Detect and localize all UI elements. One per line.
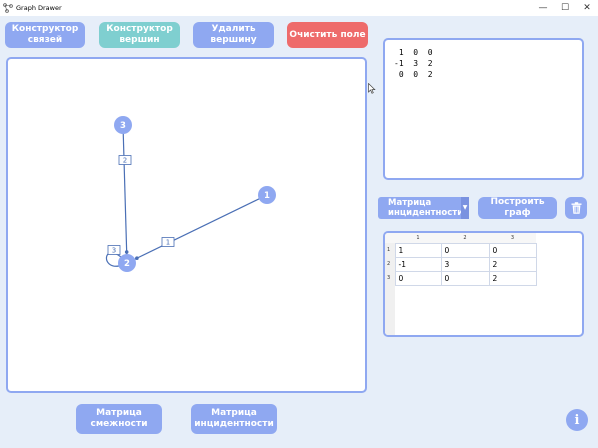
edge-weight-box[interactable] bbox=[107, 245, 121, 255]
row-header[interactable]: 1 bbox=[385, 243, 395, 257]
table-cell[interactable]: 2 bbox=[488, 256, 537, 272]
table-row: 1 1 0 0 bbox=[385, 242, 537, 258]
close-button[interactable]: ✕ bbox=[583, 3, 591, 13]
clear-field-button[interactable]: Очистить поле bbox=[287, 22, 368, 48]
graph-edge[interactable] bbox=[126, 194, 268, 264]
delete-vertex-button[interactable]: Удалить вершину bbox=[193, 22, 274, 48]
chevron-down-icon[interactable]: ▼ bbox=[461, 197, 469, 219]
graph-edge[interactable] bbox=[122, 124, 128, 264]
incidence-matrix-button[interactable]: Матрица инцидентности bbox=[191, 404, 277, 434]
table-cell[interactable]: 0 bbox=[394, 270, 442, 286]
table-cell[interactable]: 0 bbox=[440, 270, 490, 286]
build-graph-button[interactable]: Построить граф bbox=[478, 197, 557, 219]
app-icon bbox=[3, 3, 13, 13]
graph-node[interactable] bbox=[114, 116, 132, 134]
edge-weight-label: 3 bbox=[112, 247, 116, 255]
graph-node[interactable] bbox=[118, 254, 136, 272]
table-cell[interactable]: 1 bbox=[394, 242, 442, 258]
edge-weight-label: 1 bbox=[166, 239, 170, 247]
maximize-button[interactable]: ☐ bbox=[560, 3, 570, 13]
graph-node-label: 1 bbox=[264, 191, 270, 201]
edge-constructor-button[interactable]: Конструктор связей bbox=[5, 22, 85, 48]
mouse-cursor-icon bbox=[368, 83, 376, 94]
column-header[interactable]: 1 bbox=[395, 233, 441, 243]
graph-node-label: 2 bbox=[124, 259, 130, 269]
edge-endpoint bbox=[135, 256, 139, 260]
matrix-text: 1 0 0 -1 3 2 0 0 2 bbox=[394, 48, 433, 79]
minimize-button[interactable]: — bbox=[538, 3, 548, 13]
column-header[interactable]: 3 bbox=[489, 233, 536, 243]
graph-node-label: 3 bbox=[120, 121, 126, 131]
trash-icon bbox=[571, 202, 581, 214]
table-cell[interactable]: -1 bbox=[394, 256, 442, 272]
table-cell[interactable]: 0 bbox=[440, 242, 490, 258]
edge-endpoint bbox=[124, 250, 129, 254]
info-button[interactable]: i bbox=[566, 409, 588, 431]
edge-weight-label: 2 bbox=[123, 157, 127, 165]
matrix-table-panel[interactable]: 1 2 3 1 1 0 0 2 -1 3 2 3 0 0 2 bbox=[383, 231, 584, 337]
window-title: Graph Drawer bbox=[16, 4, 62, 12]
graph-node[interactable] bbox=[258, 186, 276, 204]
delete-button[interactable] bbox=[565, 197, 587, 219]
table-cell[interactable]: 2 bbox=[488, 270, 537, 286]
table-row: 3 0 0 2 bbox=[385, 270, 537, 286]
table-cell[interactable]: 3 bbox=[440, 256, 490, 272]
vertex-constructor-button[interactable]: Конструктор вершин bbox=[99, 22, 180, 48]
row-header[interactable]: 2 bbox=[385, 257, 395, 271]
adjacency-matrix-button[interactable]: Матрица смежности bbox=[76, 404, 162, 434]
table-row: 2 -1 3 2 bbox=[385, 256, 537, 272]
matrix-type-select[interactable]: Матрица инцидентности ▼ bbox=[378, 197, 469, 219]
matrix-text-panel[interactable]: 1 0 0 -1 3 2 0 0 2 bbox=[383, 38, 584, 180]
table-cell[interactable]: 0 bbox=[488, 242, 537, 258]
row-header[interactable]: 3 bbox=[385, 271, 395, 285]
column-header[interactable]: 2 bbox=[441, 233, 489, 243]
edge-weight-box[interactable] bbox=[118, 155, 132, 165]
matrix-type-label: Матрица инцидентности bbox=[388, 198, 464, 218]
title-bar: Graph Drawer — ☐ ✕ bbox=[0, 0, 598, 16]
matrix-table[interactable]: 1 2 3 1 1 0 0 2 -1 3 2 3 0 0 2 bbox=[385, 233, 537, 286]
edge-weight-box[interactable] bbox=[161, 237, 175, 247]
corner-header bbox=[385, 233, 395, 243]
